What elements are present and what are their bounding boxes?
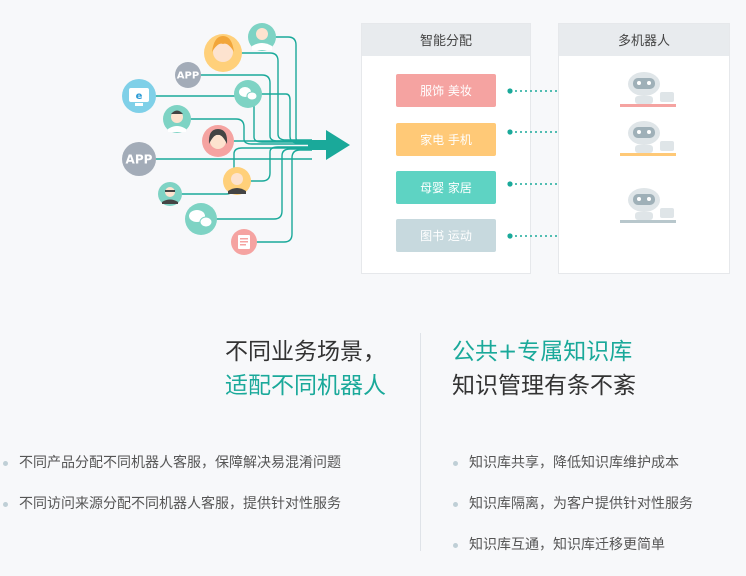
category-baby-home[interactable]: 母婴 家居 bbox=[396, 171, 496, 204]
svg-text:图书 运动: 图书 运动 bbox=[420, 229, 472, 243]
category-electronics[interactable]: 家电 手机 bbox=[396, 123, 496, 156]
scenario-heading: 不同业务场景， 适配不同机器人 bbox=[225, 335, 386, 403]
avatar-top-icon bbox=[248, 23, 276, 51]
robot-3-icon bbox=[620, 188, 676, 223]
avatar-woman-pink-icon bbox=[202, 125, 234, 157]
list-item: 不同访问来源分配不同机器人客服，提供针对性服务 bbox=[3, 494, 341, 515]
article-icon bbox=[231, 229, 257, 255]
avatar-woman-yellow-icon bbox=[204, 34, 242, 72]
svg-text:e: e bbox=[136, 91, 143, 102]
wechat-bottom-icon bbox=[185, 203, 217, 235]
scenario-bullet-list: 不同产品分配不同机器人客服，保障解决易混淆问题 不同访问来源分配不同机器人客服，… bbox=[3, 453, 341, 535]
svg-text:服饰 美妆: 服饰 美妆 bbox=[420, 84, 472, 98]
routing-diagram: APP e APP bbox=[122, 23, 730, 274]
knowledge-heading-line2: 知识管理有条不紊 bbox=[452, 373, 636, 399]
list-item: 知识库共享，降低知识库维护成本 bbox=[453, 453, 693, 474]
knowledge-heading: 公共+专属知识库 知识管理有条不紊 bbox=[452, 335, 636, 403]
app-large-label: APP bbox=[126, 153, 153, 167]
list-item: 知识库互通，知识库迁移更简单 bbox=[453, 535, 693, 556]
scenario-heading-line1: 不同业务场景， bbox=[225, 339, 386, 365]
avatar-glasses-icon bbox=[158, 182, 182, 206]
category-list: 服饰 美妆 家电 手机 母婴 家居 图书 运动 bbox=[396, 74, 496, 252]
category-books-sports[interactable]: 图书 运动 bbox=[396, 219, 496, 252]
app-small-icon: APP bbox=[175, 62, 201, 88]
category-fashion[interactable]: 服饰 美妆 bbox=[396, 74, 496, 107]
knowledge-heading-line1: 公共+专属知识库 bbox=[452, 339, 633, 365]
app-large-icon: APP bbox=[122, 142, 156, 176]
app-small-label: APP bbox=[177, 71, 199, 82]
robots-panel-title: 多机器人 bbox=[618, 33, 670, 49]
list-item: 不同产品分配不同机器人客服，保障解决易混淆问题 bbox=[3, 453, 341, 474]
section-divider bbox=[420, 333, 421, 551]
big-arrow-icon bbox=[308, 130, 350, 160]
avatar-bald-icon bbox=[223, 167, 251, 195]
list-item: 知识库隔离，为客户提供针对性服务 bbox=[453, 494, 693, 515]
wechat-top-icon bbox=[234, 80, 262, 108]
knowledge-bullet-list: 知识库共享，降低知识库维护成本 知识库隔离，为客户提供针对性服务 知识库互通，知… bbox=[453, 453, 693, 576]
svg-text:家电 手机: 家电 手机 bbox=[420, 132, 472, 147]
avatar-man-icon bbox=[163, 105, 191, 133]
svg-text:母婴 家居: 母婴 家居 bbox=[420, 180, 472, 195]
robot-1-icon bbox=[620, 72, 676, 107]
ie-browser-icon: e bbox=[122, 79, 156, 113]
scenario-heading-line2: 适配不同机器人 bbox=[225, 373, 386, 399]
robot-2-icon bbox=[620, 121, 676, 156]
allocation-panel-title: 智能分配 bbox=[420, 34, 472, 49]
